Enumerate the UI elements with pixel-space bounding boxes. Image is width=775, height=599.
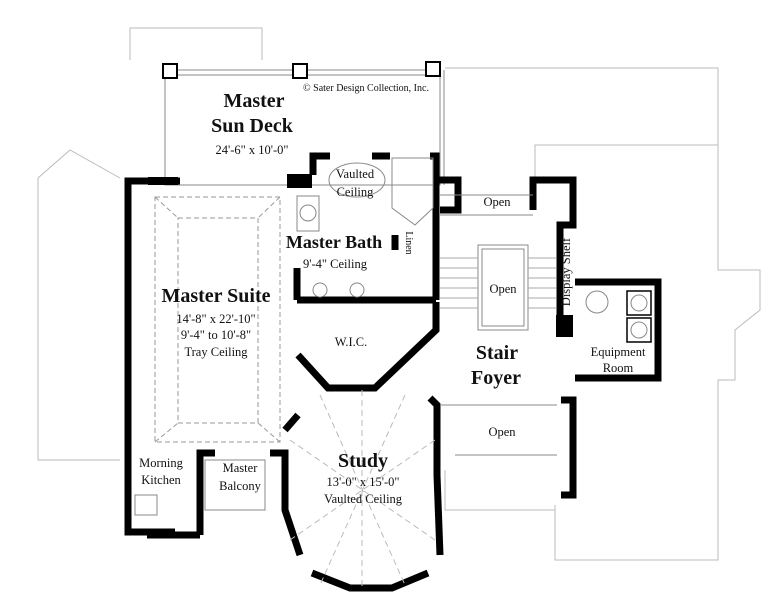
room-master-suite: Master Suite 14'-8" x 22'-10" 9'-4" to 1… <box>161 285 270 359</box>
room-morning-kitchen: Morning Kitchen <box>139 456 184 487</box>
fixtures <box>134 157 652 516</box>
room-equipment: Equipment Room <box>591 345 646 375</box>
walls <box>124 152 662 592</box>
room-name: Equipment <box>591 345 646 359</box>
room-master-balcony: Master Balcony <box>219 461 261 493</box>
room-ceiling: Tray Ceiling <box>184 345 248 359</box>
room-master-bath: Master Bath 9'-4" Ceiling <box>286 232 382 271</box>
room-dims: 24'-6" x 10'-0" <box>215 143 288 157</box>
room-name: Master <box>223 461 259 475</box>
open-area-stair: Open <box>489 282 517 296</box>
room-ceiling: 9'-4" Ceiling <box>303 257 368 271</box>
room-name: Stair <box>476 342 518 364</box>
deck-post <box>292 63 308 79</box>
room-name: Master Suite <box>161 285 270 307</box>
room-linen: Linen <box>403 231 414 254</box>
roof-outline <box>37 27 761 561</box>
label: Vaulted <box>336 167 375 181</box>
label: Ceiling <box>337 185 375 199</box>
room-name: Foyer <box>471 367 521 389</box>
room-name: Balcony <box>219 479 261 493</box>
room-dims: 13'-0" x 15'-0" <box>326 475 399 489</box>
room-name: Master Bath <box>286 232 382 252</box>
room-name: Morning <box>139 456 184 470</box>
stairs <box>440 194 557 456</box>
study-vault-rays <box>289 390 436 588</box>
room-name: Kitchen <box>141 473 181 487</box>
open-area-top: Open <box>483 195 511 209</box>
room-name: Room <box>603 361 634 375</box>
room-sun-deck: Master Sun Deck 24'-6" x 10'-0" <box>211 90 294 157</box>
sun-deck <box>162 61 445 186</box>
copyright-notice: © Sater Design Collection, Inc. <box>303 83 429 94</box>
deck-post <box>162 63 178 79</box>
room-name: Study <box>338 450 388 472</box>
room-name: Master <box>223 90 284 112</box>
deck-post <box>425 61 441 77</box>
room-ceiling-height: 9'-4" to 10'-8" <box>181 328 251 342</box>
open-area-bottom: Open <box>488 425 516 439</box>
bath-vaulted-ceiling: Vaulted Ceiling <box>336 167 375 199</box>
tray-ceiling-outline <box>154 196 281 443</box>
room-stair-foyer: Stair Foyer <box>471 342 521 389</box>
room-wic: W.I.C. <box>335 335 368 349</box>
display-shelf: Display Shelf <box>559 237 573 306</box>
room-name: Sun Deck <box>211 115 294 137</box>
room-ceiling: Vaulted Ceiling <box>324 492 403 506</box>
room-study: Study 13'-0" x 15'-0" Vaulted Ceiling <box>324 450 403 506</box>
room-dims: 14'-8" x 22'-10" <box>176 312 255 326</box>
